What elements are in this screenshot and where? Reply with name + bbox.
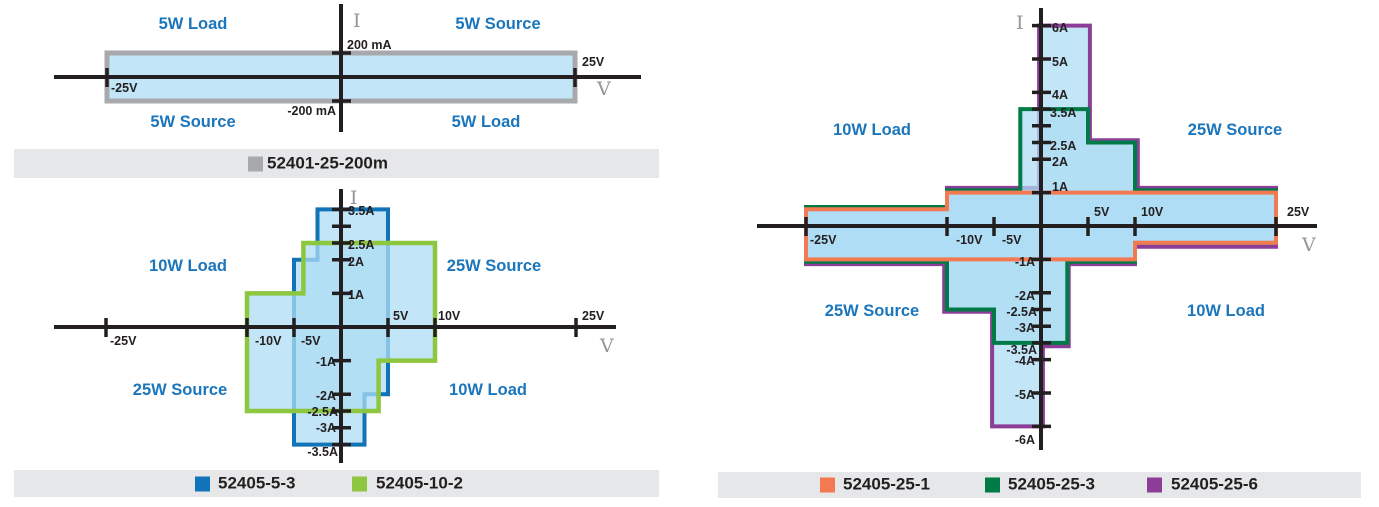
quadrant-label: 25W Source [1188,121,1282,139]
y-tick-label: -2.5A [1006,305,1037,319]
y-tick-label: -3A [1015,321,1035,335]
legend-label: 52405-25-6 [1171,474,1258,494]
y-tick-label: -1A [1015,255,1035,269]
y-tick-label: 4A [1052,88,1068,102]
legend-swatch [248,156,263,171]
quadrant-label: 25W Source [447,257,541,275]
x-tick-label: -10V [255,334,282,348]
x-tick-label: -5V [1002,233,1022,247]
legend-swatch [820,477,835,493]
axis-letter: V [1301,234,1316,256]
quadrant-label: 10W Load [833,121,911,139]
legend-label: 52405-10-2 [376,473,463,493]
legend-bar: 52401-25-200m [14,149,659,178]
y-tick-label: 1A [1052,180,1068,194]
quadrant-label: 10W Load [149,257,227,275]
chart-52405-25-1_52405-25-3_52405-25-6: -25V -10V -5V 5V 10V 25V 6A 5A 4A 3.5A 2.5A 2A 1A -1A… [757,8,1317,450]
y-tick-label: 1A [348,288,364,302]
y-tick-label: 2A [1052,155,1068,169]
y-tick-label: -3.5A [1006,343,1037,357]
quadrant-label: 10W Load [449,381,527,399]
legend-label: 52405-25-1 [843,474,930,494]
y-tick-label: 6A [1052,21,1068,35]
axis-letter: V [596,78,611,100]
legend-label: 52405-25-3 [1008,474,1095,494]
x-tick-label: 25V [1287,205,1310,219]
quadrant-label: 25W Source [133,381,227,399]
legend-swatch [1147,477,1162,493]
x-tick-label: 25V [582,309,605,323]
chart-52405-5-3_52405-10-2: -25V -10V -5V 5V 10V 25V 3.5A 2.5A 2A 1A -1A -2A -2.… [54,187,616,463]
legend-swatch [985,477,1000,493]
y-tick-label: -3A [316,421,336,435]
x-tick-label: -5V [301,334,321,348]
quadrant-label: 5W Source [150,113,235,131]
y-tick-label: -2A [1015,289,1035,303]
x-tick-label: 25V [582,55,605,69]
x-tick-label: -25V [810,233,837,247]
axis-letter: I [353,10,361,32]
legend-bar: 52405-5-3 52405-10-2 [14,470,659,497]
y-tick-label: -3.5A [307,445,338,459]
legend-label: 52401-25-200m [267,153,388,173]
axis-letter: V [599,335,614,357]
y-tick-label: 2A [348,255,364,269]
legend-bar: 52405-25-1 52405-25-3 52405-25-6 [718,472,1361,498]
y-tick-label: -1A [316,355,336,369]
y-tick-label: -5A [1015,388,1035,402]
y-tick-label: 200 mA [347,38,391,52]
y-tick-label: 2.5A [1050,139,1076,153]
y-tick-label: 2.5A [348,238,374,252]
quadrant-label: 5W Load [159,15,228,33]
y-tick-label: -4A [1015,354,1035,368]
axis-letter: I [350,187,358,209]
y-tick-label: -6A [1015,433,1035,447]
x-tick-label: 10V [438,309,461,323]
x-tick-label: -10V [956,233,983,247]
legend-label: 52405-5-3 [218,473,296,493]
y-tick-label: -2A [316,389,336,403]
quadrant-label: 5W Source [455,15,540,33]
x-tick-label: 5V [393,309,409,323]
y-tick-label: 5A [1052,55,1068,69]
legend-swatch [352,476,367,491]
y-tick-label: -200 mA [287,104,336,118]
x-tick-label: 10V [1141,205,1164,219]
x-tick-label: -25V [111,81,138,95]
quadrant-label: 5W Load [452,113,521,131]
x-tick-label: 5V [1094,205,1110,219]
legend-swatch [195,476,210,491]
x-tick-label: -25V [110,334,137,348]
chart-52401-25-200m: -25V 25V 200 mA -200 mA 5W Load 5W Source 5W S… [54,4,641,132]
y-tick-label: 3.5A [348,204,374,218]
y-tick-label: 3.5A [1050,106,1076,120]
axis-letter: I [1016,12,1024,34]
y-tick-label: -2.5A [307,405,338,419]
quadrant-label: 25W Source [825,302,919,320]
quadrant-label: 10W Load [1187,302,1265,320]
